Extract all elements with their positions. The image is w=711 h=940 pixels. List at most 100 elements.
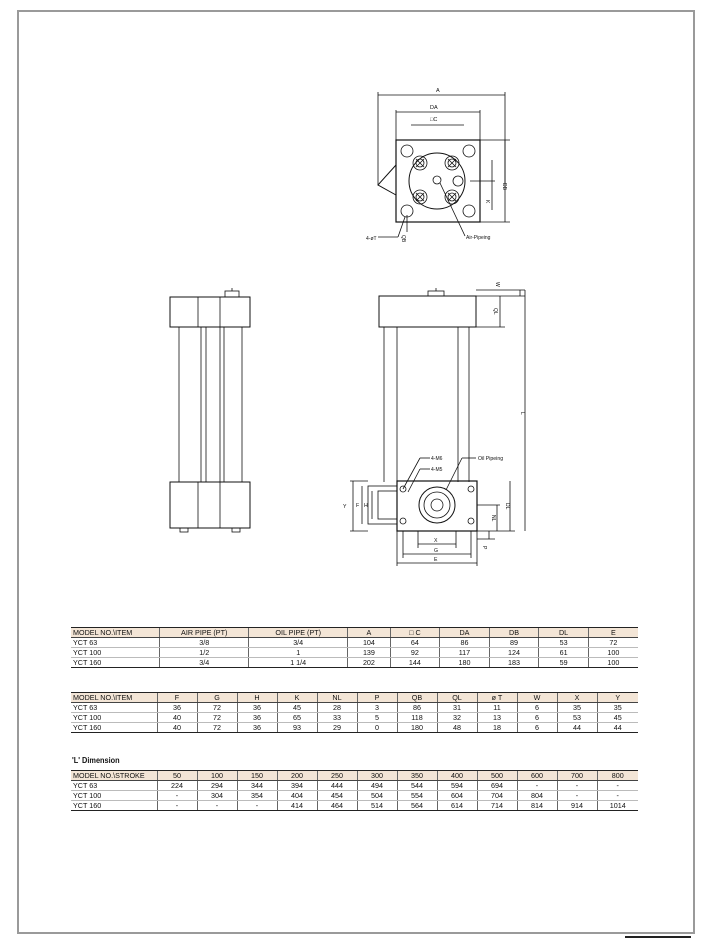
table-cell: 44	[596, 722, 638, 733]
table-header-cell: A	[347, 627, 391, 638]
dim-dl-label: DL	[504, 503, 510, 510]
table-header-cell: MODEL NO.\STROKE	[71, 770, 157, 781]
oil-pipeing-label: Oil Pipeing	[478, 456, 503, 462]
dim-da-label: DA	[430, 105, 438, 111]
table-row: YCT 100 1/2 1 139 92 117 124 61 100	[71, 647, 638, 658]
table-cell: YCT 63	[71, 702, 157, 713]
table-cell: 33	[316, 712, 357, 723]
table-cell: 86	[439, 637, 490, 648]
table-cell: 914	[556, 800, 597, 811]
table-cell: -	[556, 790, 597, 801]
table-cell: 504	[356, 790, 397, 801]
table-cell: YCT 100	[71, 647, 160, 658]
table-header-cell: DA	[439, 627, 490, 638]
table-cell: 3/4	[159, 657, 249, 668]
table-header-cell: 100	[196, 770, 237, 781]
table-row: YCT 100 40 72 36 65 33 5 118 32 13 6 53 …	[71, 712, 638, 723]
table-header-cell: X	[556, 692, 597, 703]
table2-header-row: MODEL NO.\ITEM F G H K NL P QB QL ø T W …	[71, 692, 638, 703]
table-header-cell: DB	[488, 627, 539, 638]
table-cell: YCT 160	[71, 657, 160, 668]
table-cell: -	[156, 790, 197, 801]
table-cell: YCT 63	[71, 780, 157, 791]
table-cell: YCT 160	[71, 722, 157, 733]
m5-label: 4-M5	[431, 467, 443, 473]
table-cell: 35	[556, 702, 597, 713]
table-header-cell: F	[156, 692, 197, 703]
dim-w-label: W	[494, 282, 500, 287]
table-cell: 44	[556, 722, 597, 733]
table-cell: 86	[396, 702, 437, 713]
table-cell: 464	[316, 800, 357, 811]
spec-table-2: MODEL NO.\ITEM F G H K NL P QB QL ø T W …	[71, 692, 638, 733]
table-cell: 124	[488, 647, 539, 658]
table-row: YCT 160 40 72 36 93 29 0 180 48 18 6 44 …	[71, 722, 638, 733]
table-header-cell: W	[516, 692, 557, 703]
table-header-cell: DL	[538, 627, 589, 638]
table-cell: 40	[156, 722, 197, 733]
dim-nl-label: NL	[490, 515, 496, 522]
table-cell: -	[516, 780, 557, 791]
table-cell: 714	[476, 800, 517, 811]
table-cell: -	[196, 800, 237, 811]
table-cell: 45	[276, 702, 317, 713]
table-cell: 36	[156, 702, 197, 713]
table-cell: 40	[156, 712, 197, 723]
table-header-cell: 700	[556, 770, 597, 781]
dim-y-label: Y	[343, 504, 347, 510]
table-cell: 144	[389, 657, 440, 668]
table-cell: 11	[476, 702, 517, 713]
table-cell: 554	[396, 790, 437, 801]
table-cell: 48	[436, 722, 477, 733]
dim-ql-label: QL	[492, 308, 498, 315]
table-header-cell: 50	[156, 770, 197, 781]
table-header-cell: 600	[516, 770, 557, 781]
table-header-cell: H	[236, 692, 277, 703]
dim-g-label: G	[434, 548, 438, 554]
table-cell: 118	[396, 712, 437, 723]
table-cell: 183	[488, 657, 539, 668]
front-view: W QL L 4-M6 4-M5 Oil Pipeing Y F H DL	[343, 282, 526, 566]
table-cell: 304	[196, 790, 237, 801]
dim-k-label: K	[484, 200, 490, 204]
dim-p-label: P	[481, 546, 487, 550]
table-header-cell: MODEL NO.\ITEM	[71, 692, 157, 703]
section-title: 'L' Dimension	[72, 756, 120, 765]
table-header-cell: 500	[476, 770, 517, 781]
footer-rule	[625, 936, 691, 938]
table-header-cell: QB	[396, 692, 437, 703]
table-cell: 544	[396, 780, 437, 791]
table-cell: 514	[356, 800, 397, 811]
table-cell: 36	[236, 722, 277, 733]
table-cell: 454	[316, 790, 357, 801]
table-cell: 45	[596, 712, 638, 723]
table-cell: 139	[347, 647, 391, 658]
table-header-cell: 200	[276, 770, 317, 781]
table-cell: 36	[236, 712, 277, 723]
table-header-cell: P	[356, 692, 397, 703]
table-cell: 202	[347, 657, 391, 668]
table-cell: 32	[436, 712, 477, 723]
table-cell: 694	[476, 780, 517, 791]
bolt-hole-label: 4-øT	[366, 236, 377, 242]
table-cell: 1014	[596, 800, 638, 811]
table-cell: 814	[516, 800, 557, 811]
table-cell: 804	[516, 790, 557, 801]
table-cell: 100	[587, 657, 638, 668]
table-cell: 3/4	[248, 637, 348, 648]
table-cell: 65	[276, 712, 317, 723]
technical-drawing: A DA □C DB	[169, 88, 526, 566]
table-cell: 344	[236, 780, 277, 791]
table-header-cell: K	[276, 692, 317, 703]
dim-db-label: DB	[501, 183, 507, 191]
table-row: YCT 160 3/4 1 1/4 202 144 180 183 59 100	[71, 657, 638, 668]
table-cell: 3	[356, 702, 397, 713]
table-cell: YCT 63	[71, 637, 160, 648]
table-cell: 59	[538, 657, 589, 668]
table-header-cell: E	[587, 627, 638, 638]
dim-a-label: A	[436, 88, 440, 94]
table-cell: 64	[389, 637, 440, 648]
dim-qb-label: QB	[400, 235, 406, 243]
table-header-cell: □ C	[389, 627, 440, 638]
m6-label: 4-M6	[431, 456, 443, 462]
